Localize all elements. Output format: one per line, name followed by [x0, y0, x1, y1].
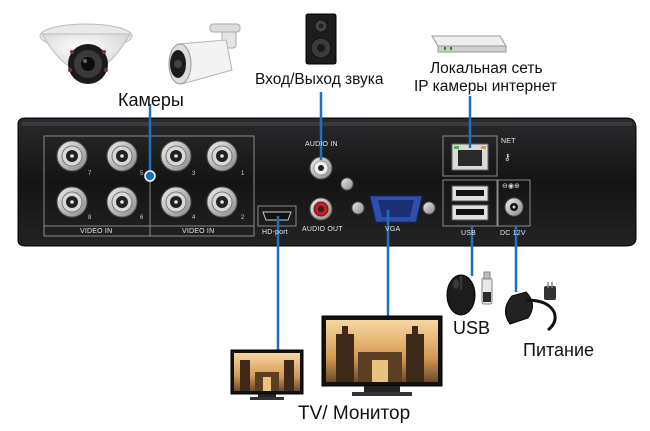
audio-in-jack [309, 156, 333, 180]
tv-monitor-label: TV/ Монитор [298, 403, 411, 424]
audio-in-label: AUDIO IN [305, 141, 338, 148]
usb-ports [442, 179, 498, 227]
svg-text:⊖◉⊕: ⊖◉⊕ [502, 182, 520, 190]
bnc-connector-3 [160, 140, 192, 172]
dome-camera-icon [39, 23, 133, 84]
usb-panel-label: USB [461, 230, 476, 237]
bnc-connector-7 [56, 140, 88, 172]
bnc-connector-6 [106, 186, 138, 218]
svg-text:⚷: ⚷ [504, 153, 511, 163]
ethernet-port [442, 135, 498, 177]
vga-port [369, 195, 423, 223]
speaker-icon [305, 13, 337, 65]
bnc-connector-1 [206, 140, 238, 172]
network-label-line1: Локальная сеть [430, 60, 543, 77]
dc-power-jack: ⚷ ⊖◉⊕ [497, 153, 531, 227]
bnc-number-3: 3 [192, 171, 196, 177]
bnc-connector-2 [206, 186, 238, 218]
bnc-number-2: 2 [241, 215, 245, 221]
router-icon [431, 35, 507, 53]
dvr-rear-panel: ⚷ ⊖◉⊕ [17, 117, 637, 247]
net-label: NET [501, 138, 516, 145]
bnc-number-4: 4 [192, 215, 196, 221]
cameras-label: Камеры [118, 90, 184, 110]
audio-out-jack [309, 197, 333, 221]
bullet-camera-icon [168, 23, 241, 85]
mouse-icon [446, 274, 476, 316]
power-label: Питание [523, 340, 595, 360]
dc-label: DC 12V [500, 230, 526, 237]
network-label-line2: IP камеры интернет [414, 78, 557, 95]
video-in-right-label: VIDEO IN [182, 228, 215, 235]
bnc-number-7: 7 [88, 171, 92, 177]
bnc-connector-8 [56, 186, 88, 218]
power-adapter-icon [505, 282, 557, 332]
connection-lines [148, 92, 518, 352]
vga-label: VGA [385, 226, 401, 233]
bnc-connector-5 [106, 140, 138, 172]
bnc-number-5: 5 [140, 171, 144, 177]
camera-link-dot [144, 170, 156, 182]
tv-icon [230, 349, 304, 400]
video-in-left-label: VIDEO IN [80, 228, 113, 235]
hd-port-label: HD-port [262, 229, 288, 236]
bnc-number-6: 6 [140, 215, 144, 221]
flash-drive-icon [481, 271, 493, 305]
bnc-number-1: 1 [241, 171, 245, 177]
usb-label: USB [453, 318, 491, 338]
monitor-icon [321, 315, 443, 396]
bnc-number-8: 8 [88, 215, 92, 221]
audio-out-label: AUDIO OUT [302, 226, 343, 233]
bnc-connector-4 [160, 186, 192, 218]
audio-label: Вход/Выход звука [255, 71, 384, 88]
